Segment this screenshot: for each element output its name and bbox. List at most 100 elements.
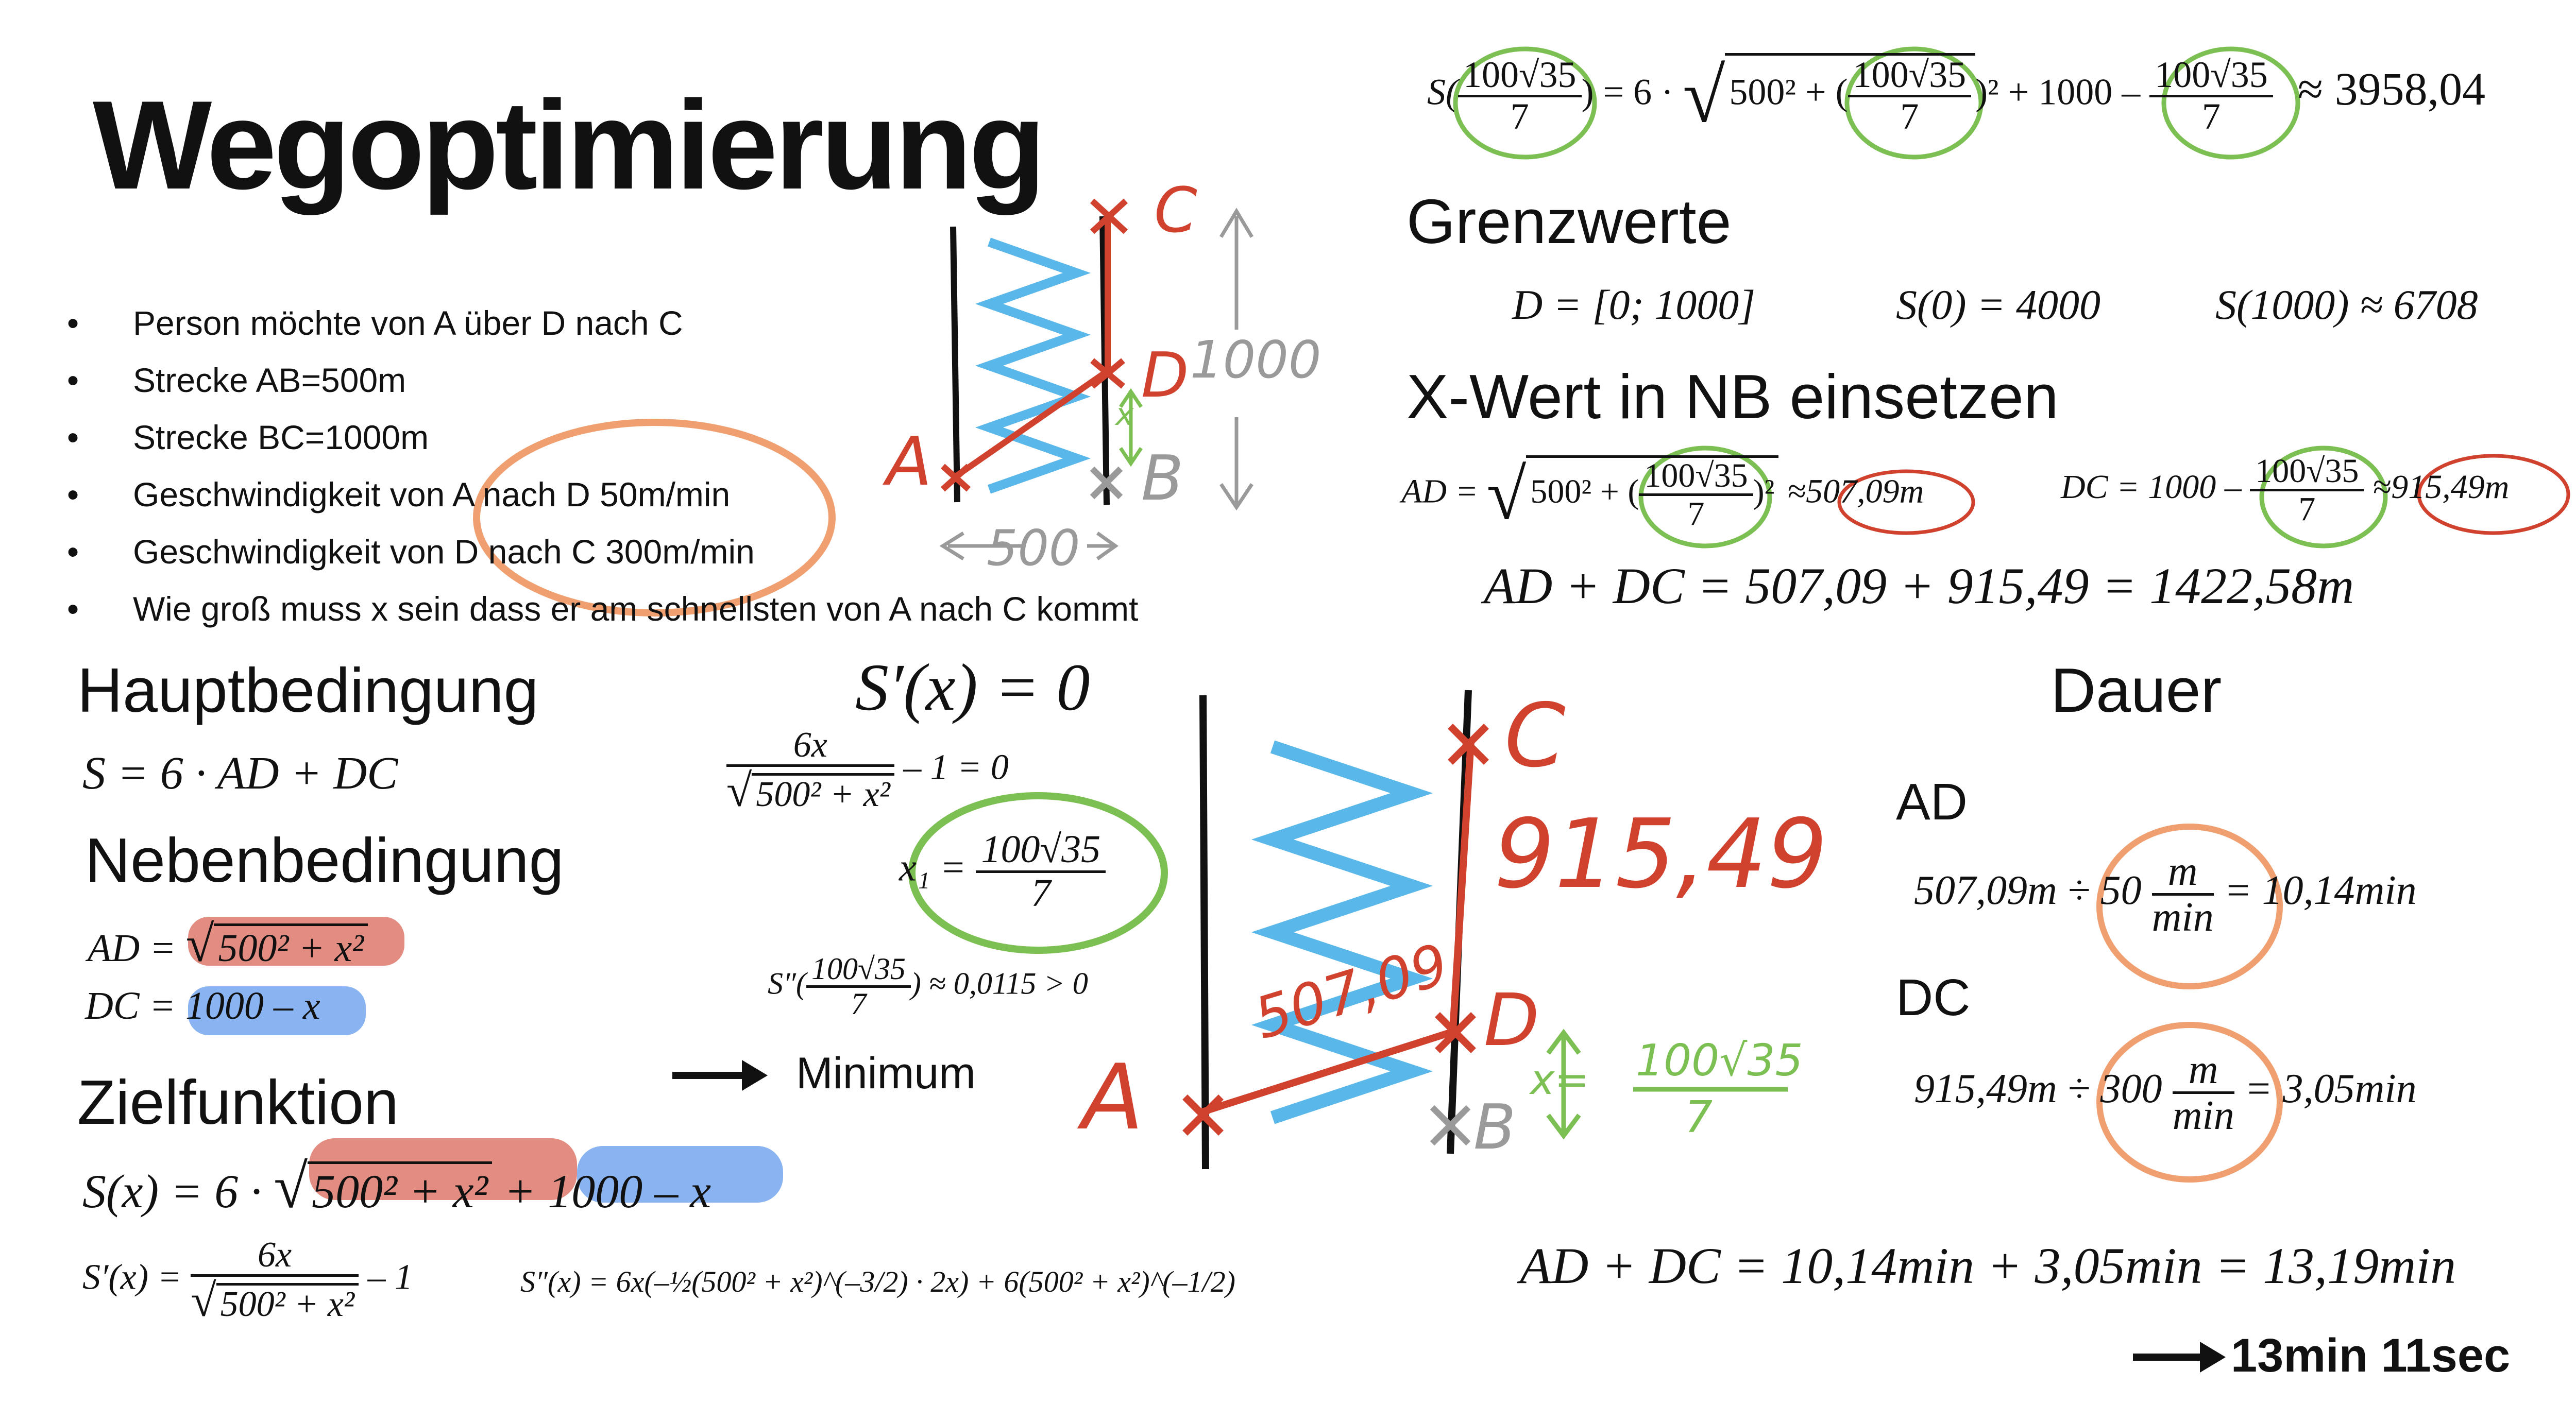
sketch-big-label-d: D bbox=[1484, 979, 1539, 1063]
nb-ad-result: ≈507,09m bbox=[1787, 472, 1924, 510]
frac-den: √500² + x² bbox=[726, 765, 894, 816]
bullet-item: Strecke BC=1000m bbox=[67, 413, 1138, 470]
top-eq-rest: )² + 1000 – bbox=[1975, 71, 2141, 113]
highlight-top-arg3 bbox=[2161, 46, 2300, 160]
ziel-s-rad: 500² + x² bbox=[308, 1161, 493, 1219]
dauer-heading: Dauer bbox=[2050, 655, 2222, 725]
sqrt-sign: √ bbox=[1683, 53, 1725, 139]
frac-den: min bbox=[2172, 1093, 2234, 1138]
frac-den: √500² + x² bbox=[191, 1275, 359, 1326]
marker-ziel-lin bbox=[577, 1146, 783, 1203]
neben-dc: DC = 1000 – x bbox=[85, 984, 320, 1029]
frac-num: 100√35 bbox=[1458, 55, 1582, 97]
sketch-top-c-mark bbox=[1090, 198, 1128, 234]
sketch-top-label-1000: 1000 bbox=[1190, 330, 1321, 390]
nb-heading: X-Wert in NB einsetzen bbox=[1406, 362, 2059, 432]
sketch-big-label-a: A bbox=[1082, 1046, 1144, 1150]
marker-ziel-rad bbox=[309, 1138, 577, 1200]
frac-num: m bbox=[2151, 850, 2214, 896]
frac-num: 100√35 bbox=[2149, 55, 2273, 97]
frac-den: min bbox=[2151, 895, 2214, 940]
top-eq-s: S( bbox=[1427, 71, 1458, 113]
frac-den: 7 bbox=[1510, 95, 1529, 137]
frac-num: 100√35 bbox=[2250, 453, 2364, 492]
marker-neben-ad bbox=[188, 917, 404, 966]
ziel-ds-rad: 500² + x² bbox=[216, 1282, 359, 1324]
haupt-heading: Hauptbedingung bbox=[77, 655, 539, 725]
sqrt-sign: √ bbox=[191, 1275, 216, 1326]
crit-frac: 6x√500² + x² bbox=[726, 726, 894, 815]
neben-heading: Nebenbedingung bbox=[85, 825, 564, 895]
nb-dc-lhs: DC = 1000 – bbox=[2061, 468, 2242, 506]
sketch-big-label-b: B bbox=[1473, 1092, 1516, 1163]
crit-sdd-lhs: S″( bbox=[768, 966, 806, 1001]
dauer-ad-eq: 507,09m ÷ 50 bbox=[1914, 867, 2142, 913]
top-eq-eq: ) = 6 · bbox=[1581, 71, 1674, 113]
highlight-nb-arg1 bbox=[1638, 446, 1772, 549]
sketch-top-label-x: x bbox=[1115, 397, 1134, 433]
nb-sum: AD + DC = 507,09 + 915,49 = 1422,58m bbox=[1484, 557, 2354, 614]
frac-den: 7 bbox=[2298, 490, 2316, 528]
crit-rad: 500² + x² bbox=[752, 773, 894, 814]
sqrt-sign: √ bbox=[726, 765, 752, 816]
sketch-top-label-c: C bbox=[1154, 175, 1197, 247]
frac-den: 7 bbox=[1687, 495, 1705, 533]
sketch-big-label-c: C bbox=[1504, 685, 1566, 787]
frac-num: 6x bbox=[191, 1236, 359, 1277]
bullet-item: Person möchte von A über D nach C bbox=[67, 299, 1138, 356]
sketch-big-left-line bbox=[1199, 695, 1209, 1170]
sqrt-sign: √ bbox=[185, 915, 214, 972]
dauer-final: 13min 11sec bbox=[2231, 1329, 2511, 1382]
ziel-s-lhs: S(x) = 6 · bbox=[82, 1165, 262, 1218]
ziel-dds: S″(x) = 6x(–½(500² + x²)^(–3/2) · 2x) + … bbox=[520, 1265, 1235, 1298]
neben-ad: AD = √500² + x² bbox=[88, 914, 368, 973]
highlight-ad-unit bbox=[2096, 824, 2283, 989]
sketch-big-water bbox=[1251, 740, 1433, 1124]
grenzwerte-s1000: S(1000) ≈ 6708 bbox=[2215, 281, 2478, 328]
crit-rest: – 1 = 0 bbox=[903, 747, 1009, 787]
sketch-big-x-den: 7 bbox=[1685, 1092, 1713, 1143]
frac-den: 7 bbox=[851, 987, 867, 1021]
sketch-big-x-num: 100√35 bbox=[1636, 1035, 1803, 1086]
crit-heading: S′(x) = 0 bbox=[855, 650, 1090, 725]
dauer-sum: AD + DC = 10,14min + 3,05min = 13,19min bbox=[1520, 1237, 2456, 1294]
sketch-big-x-arrow bbox=[1546, 1029, 1581, 1140]
neben-ad-rad: 500² + x² bbox=[214, 923, 368, 971]
ziel-ds-rest: – 1 bbox=[367, 1257, 413, 1297]
minimum-label: Minimum bbox=[796, 1049, 976, 1098]
sketch-big-c-mark bbox=[1448, 724, 1489, 765]
nb-ad-lhs: AD = bbox=[1401, 472, 1479, 510]
rad-close: )² bbox=[1753, 472, 1775, 510]
frac-num: m bbox=[2172, 1048, 2234, 1094]
sketch-top-label-b: B bbox=[1141, 443, 1184, 515]
highlight-dc-result bbox=[2417, 454, 2570, 535]
sketch-big-dc-length: 915,49 bbox=[1494, 798, 1828, 910]
highlight-dc-unit bbox=[2096, 1022, 2283, 1183]
highlight-top-arg2 bbox=[1844, 46, 1984, 160]
ziel-s: S(x) = 6 · √500² + x² + 1000 – x bbox=[82, 1151, 711, 1222]
crit-equation: 6x√500² + x² – 1 = 0 bbox=[726, 726, 1009, 815]
sketch-big-d-mark bbox=[1435, 1012, 1476, 1053]
bullet-item: Strecke AB=500m bbox=[67, 356, 1138, 413]
highlight-x1 bbox=[908, 792, 1168, 954]
rad-part: 500² + ( bbox=[1530, 472, 1639, 510]
ziel-heading: Zielfunktion bbox=[77, 1067, 399, 1137]
sketch-top-label-d: D bbox=[1141, 340, 1189, 412]
dauer-ad-label: AD bbox=[1896, 773, 1968, 831]
highlight-ad-result bbox=[1837, 469, 1975, 535]
ziel-ds-lhs: S′(x) = bbox=[82, 1257, 182, 1297]
frac-num: 100√35 bbox=[806, 953, 911, 988]
frac-den: 7 bbox=[1900, 95, 1919, 137]
problem-bullets: Person möchte von A über D nach C Streck… bbox=[67, 299, 1138, 642]
